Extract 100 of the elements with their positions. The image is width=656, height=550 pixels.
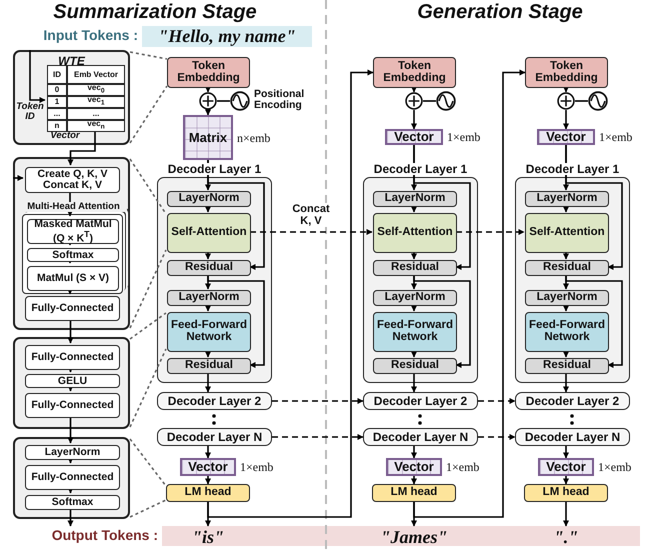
table-cell: ID	[47, 65, 67, 84]
arrow	[411, 373, 417, 392]
arrow	[563, 373, 569, 392]
leader-line	[129, 86, 168, 144]
layer-step-box: LayerNorm	[167, 290, 251, 306]
panel-title: WTE	[57, 54, 86, 68]
sine-wave-symbol	[230, 91, 250, 111]
leader-line	[130, 312, 166, 340]
layer-step-box: Residual	[167, 260, 251, 276]
arrow	[68, 508, 74, 526]
arrow	[68, 319, 74, 344]
arrow	[563, 110, 569, 130]
arrow	[411, 206, 417, 212]
arrow	[205, 252, 211, 260]
table-cell: n	[47, 120, 67, 132]
leader-line	[129, 250, 167, 328]
vector-box: Vector	[385, 129, 443, 145]
layer-step-box: LayerNorm	[373, 290, 457, 306]
lm-head-box: LM head	[166, 484, 250, 502]
table-cell: ...	[47, 108, 67, 120]
annotation-text: 1×emb	[240, 460, 274, 475]
embedding-box: Token Embedding	[525, 57, 608, 88]
arrow	[563, 351, 569, 358]
stage-title: Generation Stage	[416, 1, 584, 24]
table-cell: vec$_{n}$	[67, 120, 125, 132]
matrix-box: Matrix	[183, 115, 233, 160]
process-box: MatMul (S × V)	[27, 266, 119, 291]
attention-box: Self-Attention	[525, 213, 609, 253]
arrow	[411, 252, 417, 260]
table-cell: Emb Vector	[67, 65, 125, 84]
arrow	[68, 458, 74, 464]
arrow	[205, 305, 211, 312]
arrow	[411, 86, 417, 92]
attention-box: Self-Attention	[167, 213, 251, 253]
arrow	[205, 206, 211, 212]
layer-step-box: Residual	[373, 358, 457, 374]
leader-line	[130, 499, 166, 518]
arrow	[205, 351, 211, 358]
arrow	[411, 446, 417, 458]
connector-line	[217, 100, 230, 102]
annotation-text: n×emb	[237, 130, 270, 146]
process-box: Fully-Connected	[25, 465, 120, 490]
dashed-arrow	[456, 229, 524, 235]
arrow	[68, 488, 74, 494]
feed-forward-box: Feed-Forward Network	[525, 312, 609, 352]
annotation-text: Vector	[49, 131, 81, 142]
arrow	[68, 386, 74, 392]
lm-head-box: LM head	[372, 484, 456, 502]
vector-box: Vector	[386, 458, 442, 476]
table-cell: vec$_{1}$	[67, 96, 125, 108]
layer-step-box: Residual	[525, 260, 609, 276]
connector-line	[575, 100, 588, 102]
layer-step-box: LayerNorm	[525, 290, 609, 306]
detail-panel	[13, 50, 130, 145]
output-token-band	[162, 526, 640, 546]
process-box: Fully-Connected	[25, 393, 120, 418]
output-token: "is"	[191, 527, 225, 548]
sine-wave-symbol	[436, 91, 456, 111]
detail-panel	[13, 337, 130, 429]
adder-symbol	[199, 92, 217, 110]
arrow	[67, 288, 73, 294]
process-box: Fully-Connected	[25, 296, 120, 321]
layer-step-box: Residual	[373, 260, 457, 276]
connector-line	[423, 100, 436, 102]
annotation-text: Input Tokens :	[43, 28, 138, 43]
arrow	[205, 446, 211, 458]
process-box: Create Q, K, V Concat K, V	[25, 167, 120, 193]
embedding-box: Token Embedding	[167, 57, 250, 88]
process-box: Softmax	[25, 495, 120, 510]
decoder-layer-box: Decoder Layer N	[363, 428, 478, 446]
input-token-band: "Hello, my name"	[142, 26, 312, 47]
annotation-text: 1×emb	[446, 460, 480, 475]
process-box: GELU	[25, 374, 120, 388]
arrow	[563, 446, 569, 458]
arrow	[563, 502, 569, 526]
layer-step-box: Residual	[167, 358, 251, 374]
decoder-layer-box: Decoder Layer N	[515, 428, 630, 446]
arrow	[205, 86, 211, 92]
annotation-text: 1×emb	[598, 460, 632, 475]
arrow	[565, 145, 623, 270]
arrow	[207, 70, 374, 518]
output-token: "James"	[380, 527, 448, 548]
table-cell: vec$_{0}$	[67, 84, 125, 96]
arrow	[413, 145, 471, 270]
leader-line	[129, 158, 167, 214]
arrow	[563, 86, 569, 92]
dashed-arrow	[272, 434, 364, 440]
arrow	[411, 110, 417, 130]
stage-title: Summarization Stage	[52, 1, 258, 24]
dashed-arrow	[478, 398, 516, 404]
lm-head-box: LM head	[524, 484, 608, 502]
sine-wave-symbol	[588, 91, 608, 111]
arrow	[205, 373, 211, 392]
dashed-arrow	[272, 398, 364, 404]
arrow	[205, 476, 211, 484]
table-cell: 0	[47, 84, 67, 96]
arrow	[563, 252, 569, 260]
feed-forward-box: Feed-Forward Network	[167, 312, 251, 352]
dashed-arrow	[250, 229, 372, 235]
decoder-layer-box: Decoder Layer N	[157, 428, 272, 446]
